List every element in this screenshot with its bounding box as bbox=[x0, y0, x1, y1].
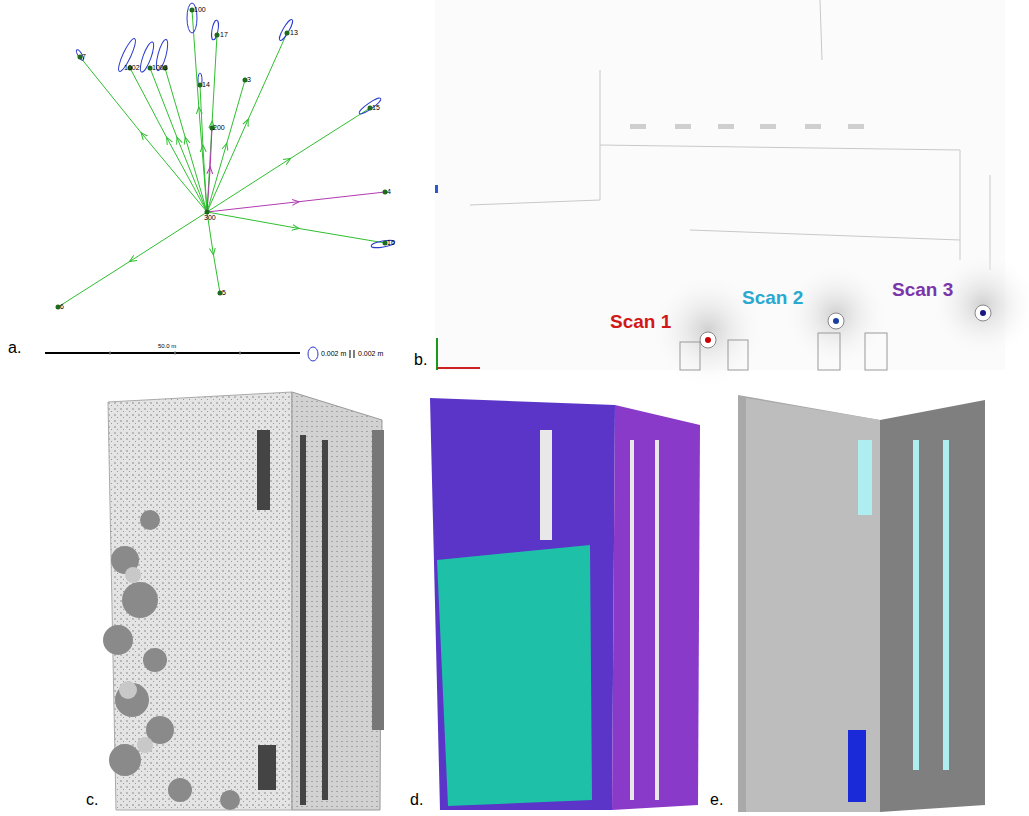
point-label: 300 bbox=[204, 214, 216, 221]
point-label: 1003 bbox=[152, 64, 168, 71]
point-label: 14 bbox=[202, 81, 210, 88]
scale-label: 50.0 m bbox=[158, 343, 176, 349]
point-label: 7 bbox=[82, 53, 86, 60]
point-label: 6 bbox=[60, 303, 64, 310]
point-label: 100 bbox=[194, 6, 206, 13]
point-label: 4 bbox=[387, 188, 391, 195]
panel-label: a. bbox=[8, 340, 21, 356]
point-label: 15 bbox=[372, 104, 380, 111]
panel-label: d. bbox=[410, 792, 423, 808]
scan-label: Scan 1 bbox=[610, 312, 671, 331]
point-label: 5 bbox=[222, 289, 226, 296]
point-label: 13 bbox=[290, 29, 298, 36]
panel-label: b. bbox=[414, 352, 427, 368]
point-label: 17 bbox=[220, 31, 228, 38]
point-label: 200 bbox=[213, 124, 225, 131]
point-label: 1002 bbox=[124, 64, 140, 71]
point-label: 16 bbox=[387, 239, 395, 246]
panel-label: c. bbox=[86, 792, 98, 808]
point-label: 3 bbox=[247, 76, 251, 83]
scan-label: Scan 2 bbox=[742, 288, 803, 307]
scan-label: Scan 3 bbox=[892, 280, 953, 299]
error-label: 0.002 m bbox=[358, 350, 383, 357]
panel-label: e. bbox=[710, 792, 723, 808]
error-label: 0.002 m bbox=[321, 350, 346, 357]
